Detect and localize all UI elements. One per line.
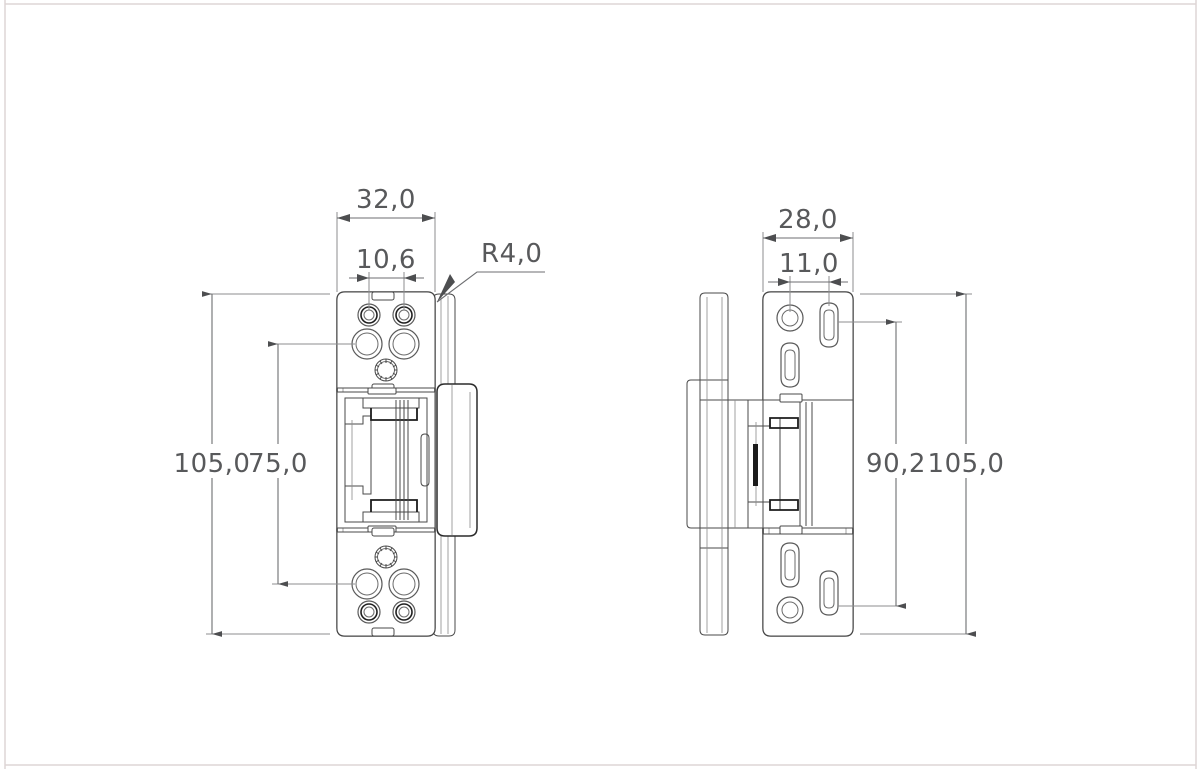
side-view-top-plate: [762, 291, 854, 401]
front-view-hinge-mechanism: [336, 387, 436, 533]
dimension-side-pattern-height: 90,2: [838, 319, 926, 609]
dimension-front-hole-spacing: 10,6: [349, 245, 424, 310]
front-view-screw-hole-top-left: [357, 303, 381, 327]
dimension-label-front-pattern-height: 75,0: [248, 449, 308, 479]
dimension-label-front-hole-spacing: 10,6: [356, 245, 416, 275]
sheet-border: [4, 0, 1197, 769]
front-view-top-plate: [336, 291, 436, 393]
dimension-front-width: 32,0: [336, 185, 436, 292]
dimension-side-width: 28,0: [762, 205, 854, 292]
front-view-spline-hole-bottom: [374, 545, 398, 569]
side-view-oval-slot-top-left: [780, 342, 800, 388]
dimension-label-front-corner-radius: R4,0: [481, 239, 542, 269]
side-view-frame-leaf: [686, 292, 749, 636]
front-view-bore-hole-right: [388, 328, 420, 360]
side-view-group: 28,0 11,0 90,2: [686, 205, 1005, 637]
dimension-front-pattern-height: 75,0: [248, 341, 355, 587]
dimension-label-side-hole-spacing: 11,0: [779, 249, 839, 279]
dimension-side-overall-height: 105,0: [860, 291, 1005, 637]
side-view-oval-slot-bottom-right: [819, 570, 839, 616]
side-view-bottom-plate: [762, 533, 854, 637]
front-view-screw-hole-bottom-left: [357, 600, 381, 624]
dimension-side-hole-spacing: 11,0: [768, 249, 848, 312]
front-view-bore-hole-bottom-left: [351, 568, 383, 600]
dimension-front-corner-radius: R4,0: [436, 239, 545, 303]
side-view-hinge-mechanism: [747, 393, 854, 535]
front-view-edge-profile: [432, 293, 478, 637]
dimension-label-side-width: 28,0: [778, 205, 838, 235]
dimension-label-side-overall-height: 105,0: [928, 449, 1005, 479]
front-view-bore-hole-left: [351, 328, 383, 360]
dimension-label-front-overall-height: 105,0: [174, 449, 251, 479]
dimension-label-side-pattern-height: 90,2: [866, 449, 926, 479]
side-view-round-hole-bottom: [776, 596, 804, 624]
front-view-screw-hole-bottom-right: [392, 600, 416, 624]
side-view-oval-slot-bottom-left: [780, 542, 800, 588]
front-view-spline-hole-top: [374, 358, 398, 382]
side-view-oval-slot-top-right: [819, 302, 839, 348]
dimension-label-front-width: 32,0: [356, 185, 416, 215]
front-view-group: 32,0 10,6 R4,0: [174, 185, 545, 637]
front-view-bore-hole-bottom-right: [388, 568, 420, 600]
front-view-bottom-plate: [336, 527, 436, 637]
dimension-front-overall-height: 105,0: [174, 291, 330, 637]
